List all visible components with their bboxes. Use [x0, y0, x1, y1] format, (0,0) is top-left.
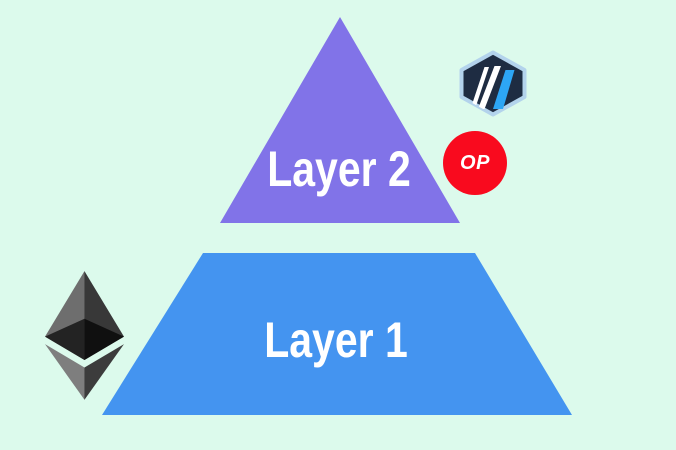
arb-stripe-white-2: [478, 66, 501, 109]
layer2-label-text: Layer 2: [267, 141, 411, 197]
layer2-label: Layer 2: [251, 144, 426, 194]
eth-facet-belt-left: [45, 318, 85, 361]
optimism-badge: OP: [443, 131, 507, 195]
arbitrum-icon: [459, 50, 527, 117]
optimism-label: OP: [460, 151, 490, 174]
layer1-label-text: Layer 1: [264, 312, 408, 368]
layer1-label: Layer 1: [248, 315, 423, 365]
arb-hexagon-border: [459, 50, 527, 117]
ethereum-icon: [45, 271, 124, 400]
arb-stripe-blue: [493, 70, 515, 109]
layer1-trapezoid: [102, 253, 572, 415]
eth-facet-bottom-left: [45, 344, 85, 400]
layer2-triangle: [220, 17, 460, 223]
arb-stripe-white-1: [471, 67, 489, 106]
eth-facet-bottom-right: [84, 344, 124, 400]
eth-facet-belt-right: [84, 318, 124, 361]
